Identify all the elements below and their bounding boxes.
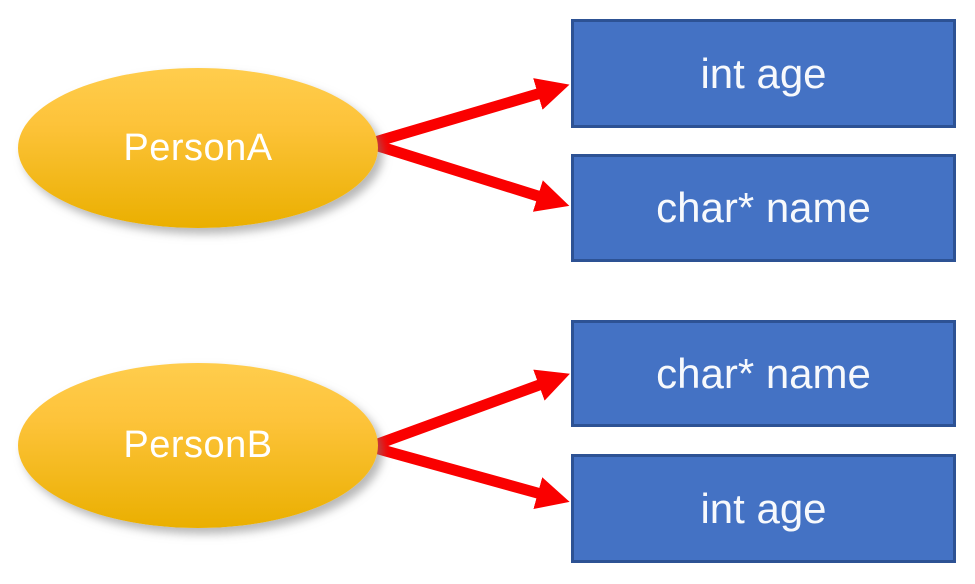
node-label-personb: PersonB xyxy=(123,424,273,466)
node-ellipse-personb: PersonB xyxy=(18,363,378,528)
field-box-persona-char-name: char* name xyxy=(571,154,956,262)
field-box-personb-char-name: char* name xyxy=(571,320,956,427)
field-label: int age xyxy=(700,49,827,97)
arrow-personb-to-char-name xyxy=(373,369,570,451)
field-label: char* name xyxy=(656,184,871,231)
arrow-persona-to-int-age xyxy=(373,78,570,148)
field-label: int age xyxy=(700,484,827,532)
field-label: char* name xyxy=(656,349,871,397)
node-ellipse-persona: PersonA xyxy=(18,68,378,228)
field-box-personb-int-age: int age xyxy=(571,454,956,563)
field-box-persona-int-age: int age xyxy=(571,19,956,128)
node-label-persona: PersonA xyxy=(123,126,273,169)
arrow-persona-to-char-name xyxy=(373,139,570,212)
arrow-personb-to-int-age xyxy=(373,442,570,510)
